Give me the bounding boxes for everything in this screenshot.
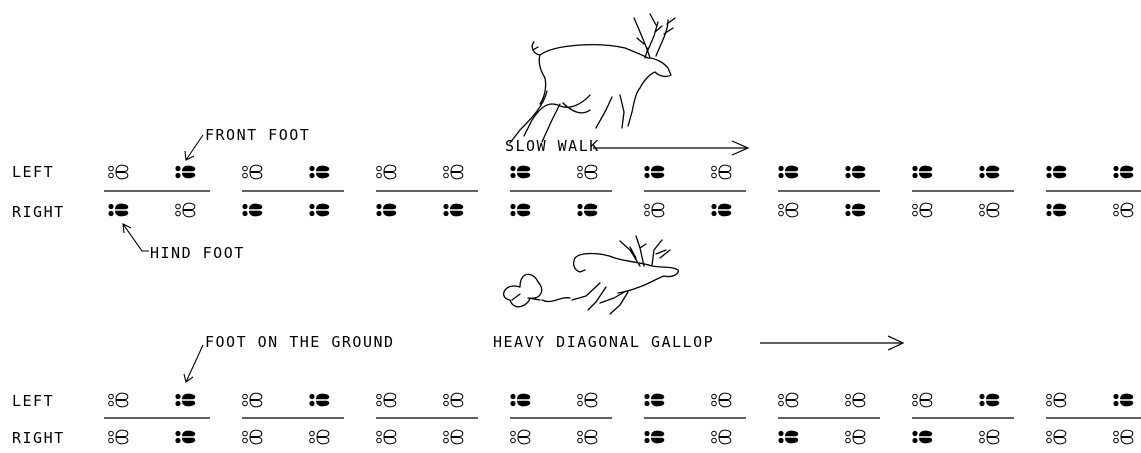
- gallop-stage-1-right-hind-footprint: [109, 430, 128, 444]
- walk-stage-8: [1046, 166, 1141, 217]
- gallop-stage-6: [778, 393, 880, 444]
- walk-stage-4-left-hind-footprint: [510, 166, 530, 179]
- gallop-stage-1-left-hind-footprint: [109, 393, 128, 407]
- walk-stage-5-left-hind-footprint: [644, 166, 664, 179]
- walk-stage-6-left-hind-footprint: [778, 166, 798, 179]
- walk-stage-7-right-front-footprint: [980, 203, 999, 217]
- walk-stage-7-right-hind-footprint: [913, 203, 932, 217]
- gallop-stage-4-right-front-footprint: [578, 430, 597, 444]
- gallop-stage-6-left-front-footprint: [846, 393, 865, 407]
- walk-stage-8-right-front-footprint: [1114, 203, 1133, 217]
- gallop-stage-5-right-hind-footprint: [644, 431, 664, 444]
- walk-stage-5-left-front-footprint: [712, 165, 731, 179]
- gallop-stage-5-left-hind-footprint: [644, 394, 664, 407]
- walk-stage-1-left-hind-footprint: [109, 165, 128, 179]
- walk-stage-1-left-front-footprint: [175, 166, 195, 179]
- gallop-stage-7-left-hind-footprint: [913, 393, 932, 407]
- gallop-stage-8-right-hind-footprint: [1047, 430, 1066, 444]
- walk-stage-5-right-hind-footprint: [645, 203, 664, 217]
- walk-stage-3-right-hind-footprint: [376, 204, 396, 217]
- gallop-stage-6-right-hind-footprint: [778, 431, 798, 444]
- gallop-stage-5-left-front-footprint: [712, 393, 731, 407]
- gallop-stage-1-left-front-footprint: [175, 394, 195, 407]
- walk-stage-8-left-hind-footprint: [1046, 166, 1066, 179]
- gallop-stage-3-right-hind-footprint: [377, 430, 396, 444]
- walk-stage-4-right-hind-footprint: [510, 204, 530, 217]
- gallop-stage-8-left-hind-footprint: [1047, 393, 1066, 407]
- gallop-stage-2-right-front-footprint: [310, 430, 329, 444]
- gallop-stage-6-right-front-footprint: [846, 430, 865, 444]
- gallop-stage-4-right-hind-footprint: [511, 430, 530, 444]
- walk-stage-3-left-front-footprint: [444, 165, 463, 179]
- gallop-stage-1-right-front-footprint: [175, 431, 195, 444]
- walk-stage-5: [644, 165, 746, 217]
- walk-stage-2-left-front-footprint: [309, 166, 329, 179]
- walk-stage-2-right-hind-footprint: [242, 204, 262, 217]
- gallop-stage-4-left-hind-footprint: [510, 394, 530, 407]
- gallop-stage-3-left-hind-footprint: [377, 393, 396, 407]
- gallop-stage-7-right-hind-footprint: [912, 431, 932, 444]
- walk-stage-1-right-hind-footprint: [108, 204, 128, 217]
- gallop-stage-2-left-front-footprint: [309, 394, 329, 407]
- walk-stage-6-right-hind-footprint: [779, 203, 798, 217]
- gallop-stage-7: [912, 393, 1014, 444]
- walk-stage-6: [778, 166, 880, 217]
- walk-stage-6-right-front-footprint: [845, 204, 865, 217]
- gallop-stage-8-right-front-footprint: [1114, 430, 1133, 444]
- walk-stage-2-right-front-footprint: [309, 204, 329, 217]
- gallop-stage-2-right-hind-footprint: [243, 430, 262, 444]
- walk-stage-4-right-front-footprint: [577, 204, 597, 217]
- gallop-stage-3: [376, 393, 478, 444]
- walk-stage-1: [104, 165, 210, 217]
- gallop-stage-3-right-front-footprint: [444, 430, 463, 444]
- gallop-stage-8: [1046, 393, 1141, 444]
- walk-stage-8-left-front-footprint: [1113, 166, 1133, 179]
- gallop-stage-7-left-front-footprint: [979, 394, 999, 407]
- walk-stage-3-right-front-footprint: [443, 204, 463, 217]
- gallop-stage-1: [104, 393, 210, 444]
- gallop-stage-7-right-front-footprint: [980, 430, 999, 444]
- walk-stage-7: [912, 166, 1014, 217]
- gallop-stage-4-left-front-footprint: [578, 393, 597, 407]
- gallop-stage-5-right-front-footprint: [712, 430, 731, 444]
- walk-stage-2: [242, 165, 344, 216]
- gallop-stage-2-left-hind-footprint: [243, 393, 262, 407]
- gallop-stage-3-left-front-footprint: [444, 393, 463, 407]
- walk-stage-1-right-front-footprint: [176, 203, 195, 217]
- walk-stage-4-left-front-footprint: [578, 165, 597, 179]
- gallop-stage-8-left-front-footprint: [1113, 394, 1133, 407]
- walk-stage-3: [376, 165, 478, 216]
- walk-stage-6-left-front-footprint: [845, 166, 865, 179]
- walk-stage-7-left-front-footprint: [979, 166, 999, 179]
- gallop-stage-4: [510, 393, 612, 444]
- gallop-stage-6-left-hind-footprint: [779, 393, 798, 407]
- walk-stage-2-left-hind-footprint: [243, 165, 262, 179]
- gallop-stage-5: [644, 393, 746, 444]
- walk-stage-7-left-hind-footprint: [912, 166, 932, 179]
- walk-stage-8-right-hind-footprint: [1046, 204, 1066, 217]
- walk-stage-4: [510, 165, 612, 216]
- walk-stage-3-left-hind-footprint: [377, 165, 396, 179]
- gallop-stage-2: [242, 393, 344, 444]
- walk-stage-5-right-front-footprint: [711, 204, 731, 217]
